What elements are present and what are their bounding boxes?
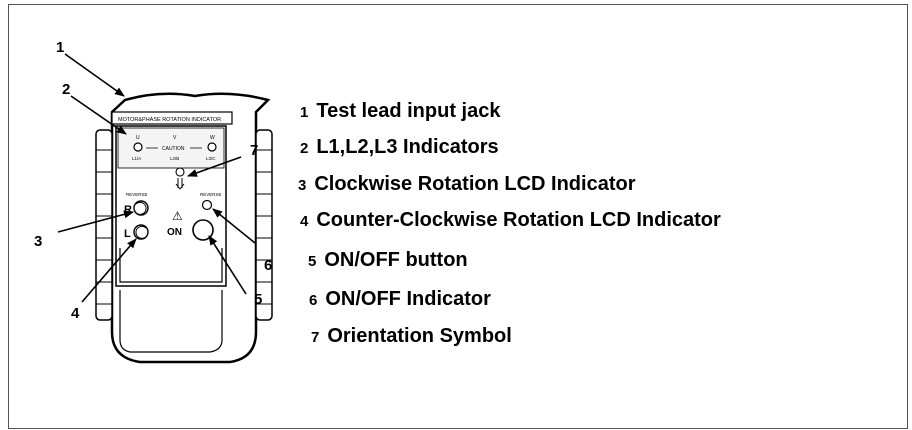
phase-label-l2: L2/B: [170, 156, 179, 161]
legend-label: Clockwise Rotation LCD Indicator: [314, 173, 636, 195]
legend-item: 5 ON/OFF button: [308, 249, 468, 272]
legend-item: 3 Clockwise Rotation LCD Indicator: [298, 173, 636, 196]
callout-leaders: [57, 53, 256, 303]
callout-6: 6: [264, 257, 272, 274]
legend-number: 4: [300, 213, 309, 230]
callout-7: 7: [250, 142, 258, 159]
legend-number: 5: [308, 253, 317, 270]
meter-body: [95, 92, 273, 364]
side-text-right: REVERSE: [200, 192, 222, 197]
phase-label-l3: L3/C: [206, 156, 216, 161]
callout-5: 5: [254, 291, 262, 308]
legend-item: 6 ON/OFF Indicator: [309, 288, 491, 311]
side-text-left: REVERSE: [126, 192, 148, 197]
caution-text: CAUTION: [162, 146, 185, 152]
legend-number: 1: [300, 104, 309, 121]
callout-1: 1: [56, 39, 64, 56]
l3-indicator-led: [207, 142, 217, 152]
on-label: ON: [167, 227, 182, 238]
meter-header-text: MOTOR&PHASE ROTATION INDICATOR: [118, 117, 221, 123]
counter-clockwise-rotation-indicator: L: [124, 224, 149, 240]
figure-frame: [8, 4, 908, 429]
phase-indicators: U V W L1/A L2/B L3/C CAUTION: [132, 135, 217, 161]
callout-3: 3: [34, 233, 42, 250]
phase-letter-u: U: [136, 135, 140, 141]
orientation-symbol: [175, 167, 185, 190]
callout-4: 4: [71, 305, 80, 322]
callout-2: 2: [62, 81, 70, 98]
legend-number: 3: [298, 177, 307, 194]
l-label: L: [124, 228, 131, 240]
l1-indicator-led: [133, 142, 143, 152]
on-off-button[interactable]: ON: [167, 219, 214, 241]
legend-label: Counter-Clockwise Rotation LCD Indicator: [316, 209, 721, 231]
legend-item: 1 Test lead input jack: [300, 100, 500, 123]
legend-item: 4 Counter-Clockwise Rotation LCD Indicato…: [300, 209, 721, 232]
legend-label: Test lead input jack: [316, 100, 501, 122]
on-off-indicator-led: [201, 199, 213, 211]
legend-label: ON/OFF button: [324, 249, 468, 271]
phase-letter-v: V: [173, 135, 177, 141]
clockwise-rotation-indicator: R: [124, 200, 149, 216]
r-label: R: [124, 204, 132, 216]
legend-item: 7 Orientation Symbol: [311, 325, 512, 348]
legend-label: L1,L2,L3 Indicators: [316, 136, 499, 158]
legend-label: ON/OFF Indicator: [325, 288, 491, 310]
legend-label: Orientation Symbol: [327, 325, 512, 347]
phase-letter-w: W: [210, 135, 215, 141]
legend-number: 2: [300, 140, 309, 157]
legend-number: 7: [311, 329, 320, 346]
phase-label-l1: L1/A: [132, 156, 141, 161]
legend-item: 2 L1,L2,L3 Indicators: [300, 136, 499, 159]
warning-icon: ⚠: [172, 209, 183, 223]
legend-number: 6: [309, 292, 318, 309]
